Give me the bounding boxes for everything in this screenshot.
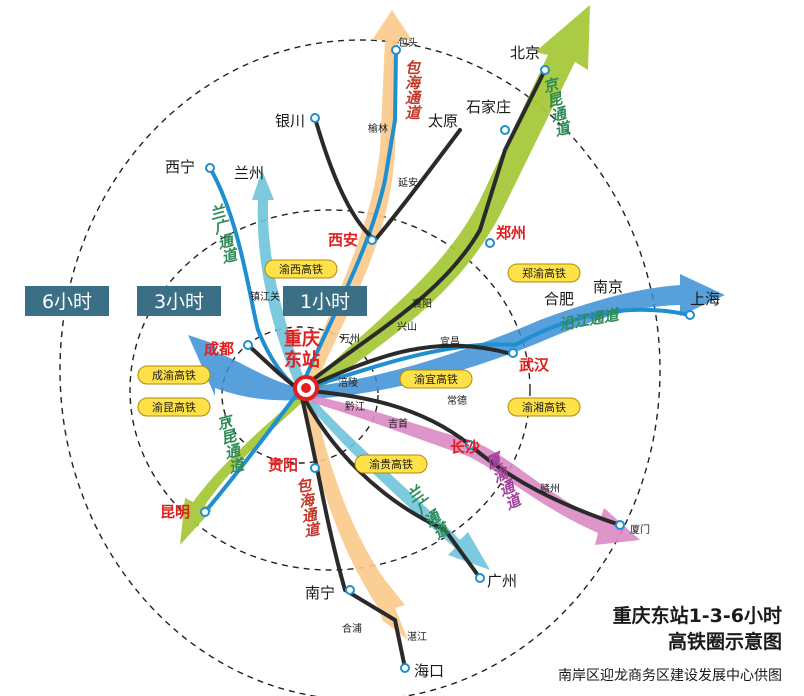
line-yugui: 渝贵高铁 [369, 457, 413, 471]
line-labels: 渝西高铁 郑渝高铁 成渝高铁 渝昆高铁 渝宜高铁 渝湘高铁 渝贵高铁 [137, 259, 581, 474]
line-zhengyu: 郑渝高铁 [522, 266, 566, 280]
rail-chongqing-wuhan [298, 343, 517, 392]
hub-line2: 东站 [284, 349, 320, 371]
city-yichang: 宜昌 [440, 335, 460, 348]
line-yuyi: 渝宜高铁 [414, 372, 458, 386]
caption: 重庆东站1-3-6小时 高铁圈示意图 南岸区迎龙商务区建设发展中心供图 [558, 604, 782, 684]
city-lanzhou: 兰州 [234, 164, 264, 182]
ring-tag-1h: 1小时 [300, 291, 350, 313]
city-wanzhou: 万州 [340, 333, 360, 345]
line-yukun: 渝昆高铁 [152, 400, 196, 414]
city-labels: 包头 北京 银川 榆林 太原 石家庄 西宁 兰州 延安 西安 郑州 镇江关 合肥… [160, 36, 720, 680]
city-ganzhou: 赣州 [540, 482, 560, 495]
rail-lines [203, 48, 692, 670]
city-kunming: 昆明 [160, 503, 190, 521]
city-haikou: 海口 [414, 662, 444, 680]
rail-chongqing-haikou [298, 388, 407, 670]
city-xining: 西宁 [165, 158, 195, 176]
rail-xining-chongqing [208, 166, 302, 392]
city-yulin: 榆林 [368, 122, 388, 135]
city-nanning: 南宁 [305, 584, 335, 602]
city-beijing: 北京 [510, 44, 540, 62]
line-yuxiang: 渝湘高铁 [522, 400, 566, 414]
ring-3h [129, 209, 531, 571]
ring-tag-3h: 3小时 [154, 291, 204, 313]
city-nanjing: 南京 [593, 278, 623, 296]
city-hefei: 合肥 [544, 290, 574, 308]
city-yanan: 延安 [398, 176, 418, 189]
hub-chongqing-east: 重庆 东站 [284, 328, 320, 401]
city-changsha: 长沙 [450, 438, 480, 456]
city-xingshan: 兴山 [397, 321, 417, 333]
caption-title-line2: 高铁圈示意图 [668, 630, 782, 653]
city-zhengzhou: 郑州 [496, 224, 526, 242]
corridor-baohai-north: 包海通道 [402, 59, 422, 120]
corridor-baohai-south: 包海通道 [292, 476, 322, 539]
baohai-corridor-arrow [300, 10, 412, 640]
city-changde: 常德 [447, 394, 467, 407]
city-zhanjiang: 湛江 [407, 631, 427, 643]
line-yuxi: 渝西高铁 [279, 262, 323, 276]
city-xiangyang: 襄阳 [412, 297, 432, 310]
city-jishou: 吉首 [388, 417, 408, 430]
corridor-languang-north: 兰广通道 [205, 203, 239, 266]
rail-chongqing-baotou [298, 48, 398, 392]
city-wuhan: 武汉 [519, 356, 550, 374]
city-shanghai: 上海 [690, 290, 720, 308]
rail-chongqing-shanghai [298, 307, 692, 392]
jingkun-corridor-arrow [180, 5, 590, 545]
corridor-yanjiang: 沿江通道 [558, 305, 623, 334]
ring-6h [59, 39, 661, 696]
yanjiang-corridor-arrow [188, 274, 725, 401]
city-fuling: 涪陵 [338, 376, 358, 389]
xiayu-corridor-arrow [310, 395, 640, 545]
city-baotou: 包头 [398, 36, 418, 49]
caption-credit: 南岸区迎龙商务区建设发展中心供图 [558, 668, 782, 684]
city-zhenjiangguan: 镇江关 [250, 290, 280, 303]
rail-chongqing-beijing [298, 68, 547, 392]
city-hepu: 合浦 [342, 622, 362, 635]
city-guiyang: 贵阳 [268, 456, 298, 474]
city-xiamen: 厦门 [630, 523, 650, 536]
rail-chongqing-guangzhou [298, 388, 482, 580]
city-chengdu: 成都 [204, 340, 234, 358]
city-shijiazhuang: 石家庄 [466, 98, 511, 116]
city-xian: 西安 [328, 231, 358, 249]
city-guangzhou: 广州 [487, 572, 517, 590]
ring-1h [221, 326, 379, 464]
caption-title-line1: 重庆东站1-3-6小时 [613, 604, 782, 627]
hub-line1: 重庆 [284, 328, 320, 350]
city-qianjiang: 黔江 [345, 400, 365, 413]
station-dots [200, 45, 695, 673]
city-taiyuan: 太原 [428, 112, 458, 130]
corridor-languang-south: 兰广通道 [401, 483, 452, 543]
ring-tag-6h: 6小时 [42, 291, 92, 313]
ring-tags: 6小时 3小时 1小时 [25, 286, 367, 316]
time-rings [59, 39, 661, 696]
corridor-jingkun-south: 京昆通道 [212, 412, 247, 476]
city-yinchuan: 银川 [275, 112, 305, 130]
line-chengyu: 成渝高铁 [152, 368, 196, 382]
languang-corridor-arrow [252, 170, 490, 570]
rail-chongqing-kunming [203, 388, 302, 514]
corridor-arrows [180, 5, 725, 640]
